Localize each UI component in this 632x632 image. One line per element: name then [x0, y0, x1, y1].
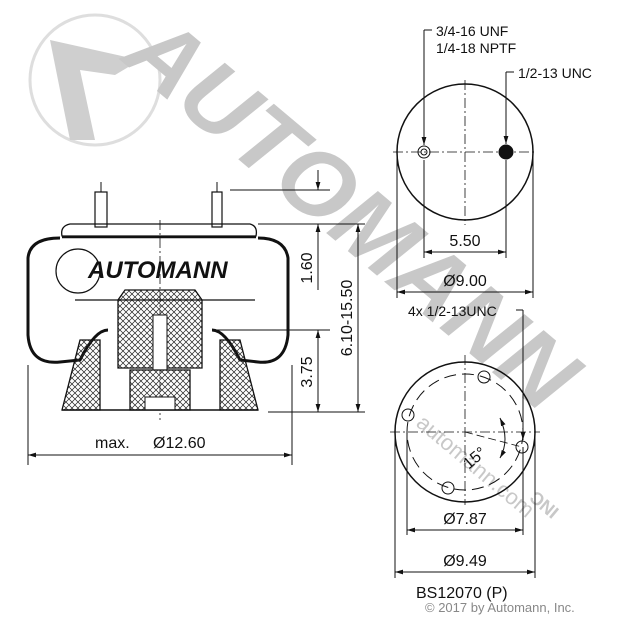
callout-stud: 1/2-13 UNC: [518, 65, 592, 81]
side-dimensions: [27, 170, 365, 465]
bottom-view: [390, 309, 540, 578]
copyright: © 2017 by Automann, Inc.: [425, 600, 575, 615]
watermark-inc: INC: [526, 487, 563, 522]
dim-stud-spacing: 5.50: [449, 233, 480, 250]
part-number: BS12070 (P): [416, 585, 508, 602]
callout-thread-2: 1/4-18 NPTF: [436, 40, 516, 56]
side-view: [26, 182, 290, 420]
max-label: max.: [95, 435, 130, 452]
dim-height-range: 6.10-15.50: [339, 280, 356, 357]
top-view: [393, 29, 537, 298]
dim-plate-diameter: Ø9.00: [443, 273, 487, 290]
dim-1-60: 1.60: [299, 252, 316, 283]
dim-bolt-circle: Ø7.87: [443, 511, 487, 528]
callout-thread-1: 3/4-16 UNF: [436, 23, 508, 39]
dim-piston-diameter: Ø9.49: [443, 553, 487, 570]
brand-logo: AUTOMANN: [87, 257, 228, 284]
callout-bolts: 4x 1/2-13UNC: [408, 303, 497, 319]
dim-3-75: 3.75: [299, 356, 316, 387]
max-diameter: Ø12.60: [153, 435, 206, 452]
